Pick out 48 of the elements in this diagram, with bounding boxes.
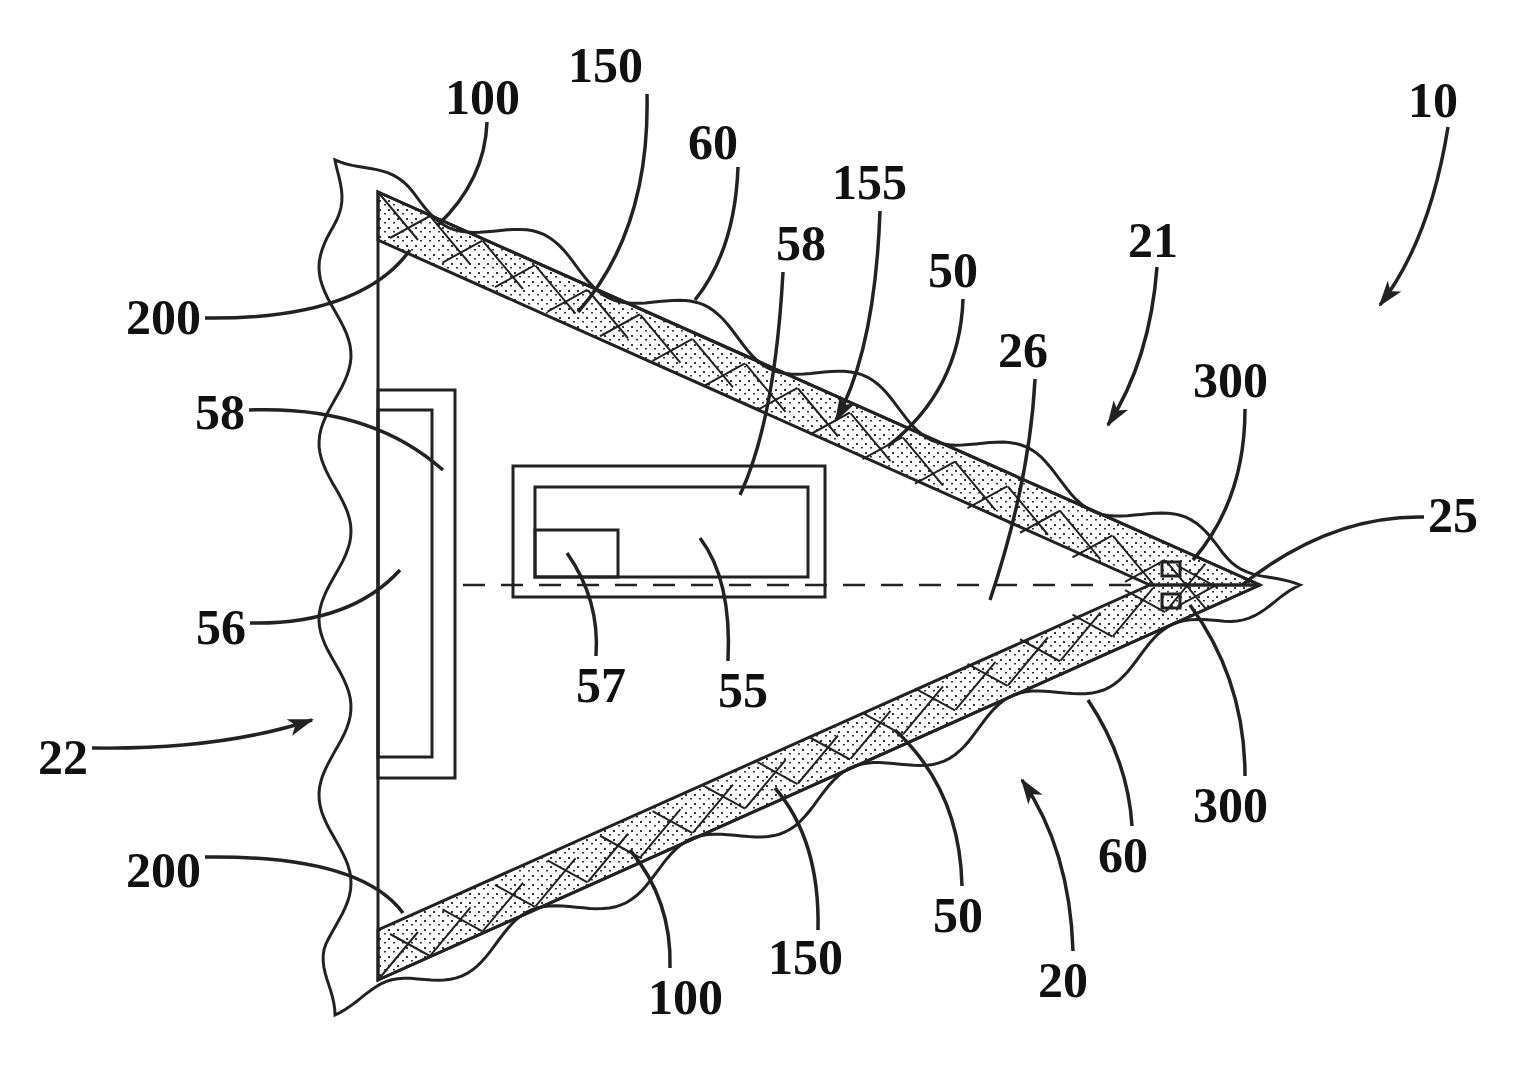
- callout-number: 58: [195, 387, 245, 437]
- leader-line: [1086, 699, 1134, 827]
- callout-number: 60: [688, 117, 738, 167]
- leader-line: [698, 537, 731, 662]
- leader-line: [1188, 604, 1247, 777]
- callout-number: 55: [718, 665, 768, 715]
- leader-line: [773, 786, 820, 930]
- callout-number: 150: [768, 932, 843, 982]
- callout-number: 300: [1193, 355, 1268, 405]
- leader-line: [565, 552, 599, 657]
- callout-number: 300: [1193, 780, 1268, 830]
- leader-line: [893, 728, 964, 887]
- callout-number: 56: [196, 602, 246, 652]
- leader-line: [248, 407, 445, 472]
- leader-line: [988, 378, 1037, 601]
- callout-number: 50: [928, 245, 978, 295]
- leader-arrow: [92, 718, 315, 750]
- callout-number: 26: [998, 325, 1048, 375]
- leader-line: [436, 121, 489, 227]
- callout-number: 100: [648, 972, 723, 1022]
- leader-line: [738, 271, 785, 496]
- leader-line: [205, 855, 405, 915]
- leader-line: [1191, 408, 1247, 562]
- leader-line: [205, 248, 412, 320]
- leader-arrow: [1020, 778, 1075, 952]
- callout-number: 58: [776, 218, 826, 268]
- leader-arrow: [834, 210, 882, 422]
- callout-number: 150: [568, 40, 643, 90]
- leader-line: [1240, 515, 1424, 587]
- callout-number: 200: [126, 292, 201, 342]
- leader-arrow: [1378, 126, 1450, 307]
- callout-number: 57: [576, 660, 626, 710]
- callout-number: 200: [126, 845, 201, 895]
- leader-arrow: [1106, 266, 1159, 427]
- callout-number: 10: [1408, 75, 1458, 125]
- leader-line: [693, 166, 740, 302]
- callout-number: 50: [933, 890, 983, 940]
- callout-number: 60: [1098, 830, 1148, 880]
- callout-number: 22: [38, 732, 88, 782]
- callout-number: 25: [1428, 490, 1478, 540]
- leader-line: [576, 94, 649, 314]
- callout-number: 20: [1038, 955, 1088, 1005]
- callout-number: 155: [832, 157, 907, 207]
- leader-line: [886, 298, 965, 448]
- callout-number: 100: [445, 72, 520, 122]
- callout-number: 21: [1128, 215, 1178, 265]
- leader-line: [628, 848, 672, 968]
- leader-line: [250, 568, 402, 625]
